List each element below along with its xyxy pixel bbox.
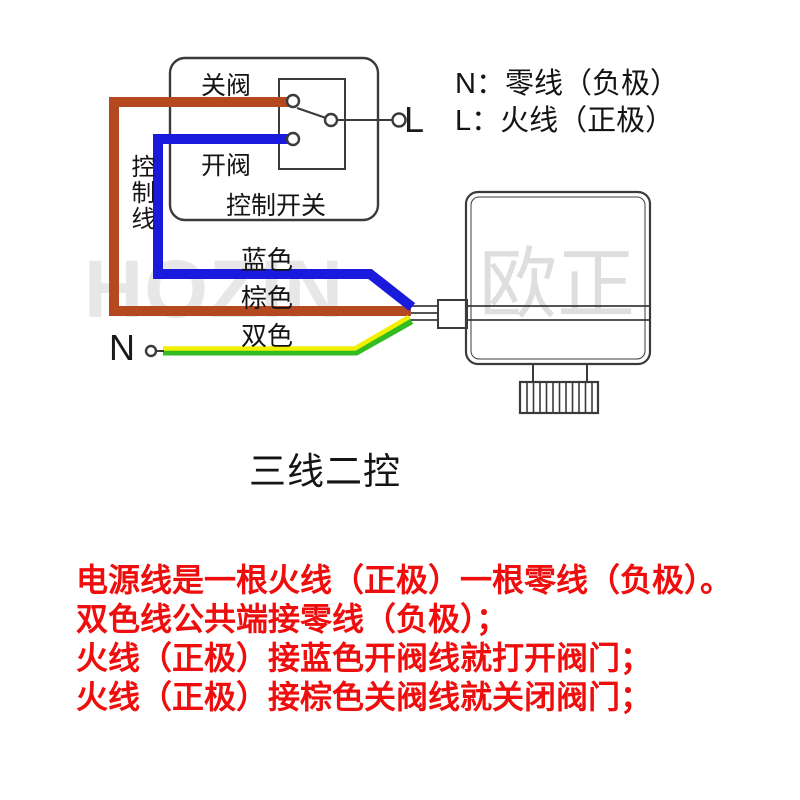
brown-close-valve-wire: [109, 97, 411, 316]
close-valve-terminal: [285, 93, 301, 109]
dual-wire-label: 双色: [241, 321, 294, 351]
legend-live: L：火线（正极）: [455, 105, 675, 137]
live-terminal-letter: L: [404, 99, 425, 140]
open-valve-label: 开阀: [201, 152, 252, 180]
neutral-terminal-circle: [144, 344, 158, 358]
valve-actuator: [464, 190, 652, 415]
control-wire-label: 控制线: [127, 154, 154, 232]
legend-neutral: N：零线（负极）: [455, 68, 679, 100]
close-valve-label: 关阀: [201, 72, 252, 100]
neutral-terminal-letter: N: [109, 327, 135, 368]
watermark-ouzheng: 欧正: [479, 240, 636, 328]
valve-knob-ribs: [526, 383, 593, 412]
valve-body-outline: [464, 190, 652, 366]
blue-open-valve-wire: [153, 134, 416, 311]
dual-color-wire-green: [163, 316, 414, 356]
blue-wire-label: 蓝色: [241, 245, 294, 275]
switch-lever: [296, 106, 330, 121]
common-terminal: [323, 112, 339, 128]
valve-body-inner-edge: [470, 196, 646, 360]
note-line-2: 双色线公共端接零线（负极）；: [76, 601, 509, 637]
note-line-3: 火线（正极）接蓝色开阀线就打开阀门；: [76, 640, 653, 676]
diagram-caption: 三线二控: [249, 451, 401, 492]
note-line-1: 电源线是一根火线（正极）一根零线（负极）。: [76, 562, 733, 598]
watermark-hozin: HOZIN: [84, 244, 345, 335]
wiring-notes: 电源线是一根火线（正极）一根零线（负极）。 双色线公共端接零线（负极）； 火线（…: [76, 561, 732, 717]
valve-cable-connector: [437, 299, 468, 329]
brown-wire-label: 棕色: [241, 283, 294, 313]
note-line-4: 火线（正极）接棕色关阀线就关闭阀门；: [76, 679, 653, 715]
dual-color-wire-yellow: [163, 315, 411, 351]
open-valve-terminal: [285, 131, 301, 147]
control-switch-label: 控制开关: [226, 192, 327, 220]
live-terminal-circle: [391, 112, 407, 128]
